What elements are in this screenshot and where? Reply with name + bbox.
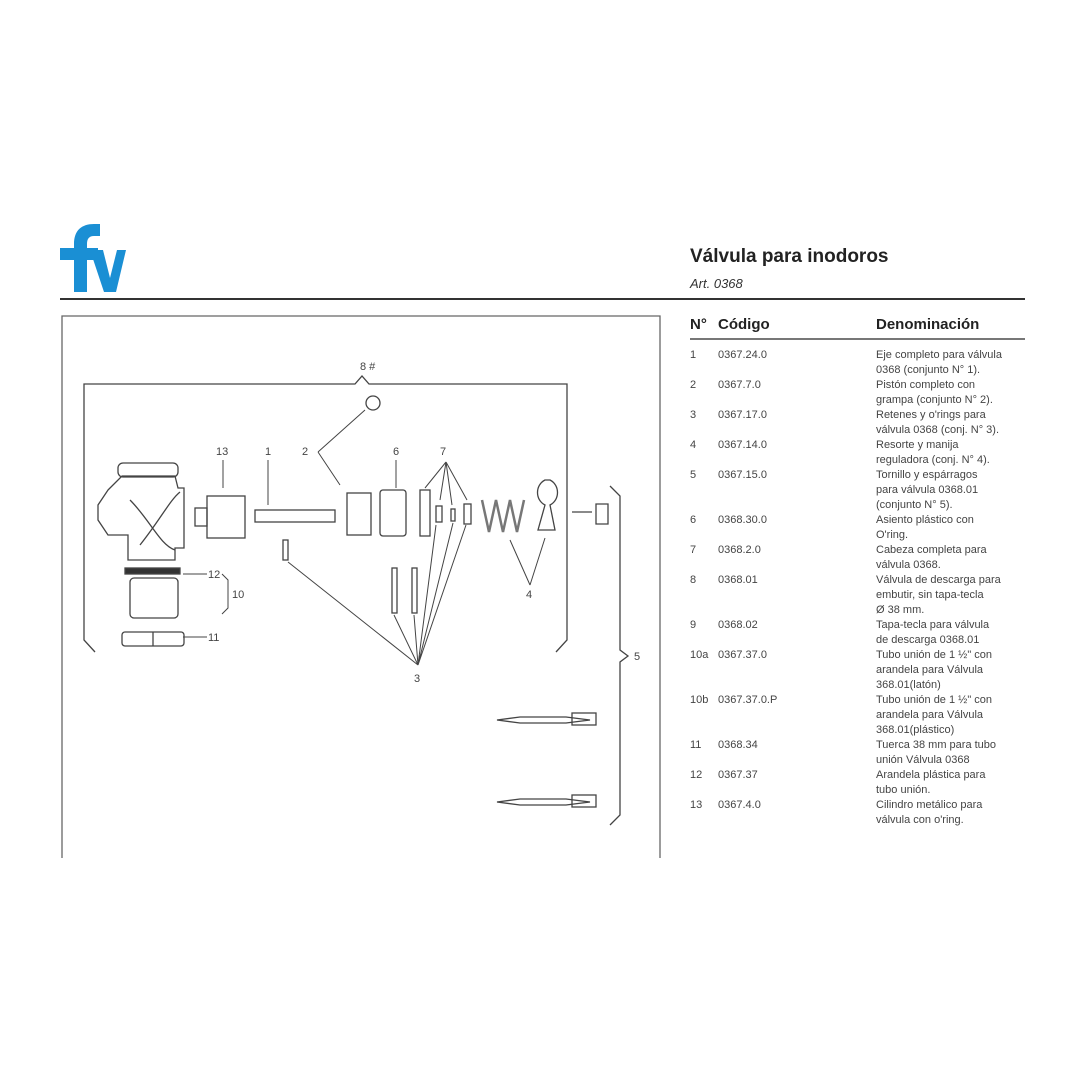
part-name: Tapa-tecla para válvula de descarga 0368… xyxy=(876,619,990,646)
part-number: 1 xyxy=(690,349,697,361)
part-code: 0368.30.0 xyxy=(718,514,767,526)
part-name: Cabeza completa para válvula 0368. xyxy=(876,544,987,571)
callout-13: 13 xyxy=(216,446,228,458)
part-code: 0367.37 xyxy=(718,769,758,781)
callout-5: 5 xyxy=(634,651,640,663)
fv-logo xyxy=(60,224,126,292)
part-4-spring xyxy=(480,499,526,533)
part-number: 11 xyxy=(690,739,702,751)
part-code: 0367.37.0 xyxy=(718,649,767,661)
part-number: 8 xyxy=(690,574,697,586)
page-title: Válvula para inodoros xyxy=(690,246,889,267)
part-number: 12 xyxy=(690,769,703,781)
table-row: 8 0368.01 Válvula de descarga para embutir… xyxy=(690,573,1025,618)
part-number: 7 xyxy=(690,544,697,556)
part-name: Retenes y o'rings para válvula 0368 (con… xyxy=(876,409,1000,436)
table-row: 6 0368.30.0 Asiento plástico con O'ring. xyxy=(690,513,1025,543)
callout-12: 12 xyxy=(208,569,220,581)
bracket-5 xyxy=(609,485,630,826)
part-code: 0367.7.0 xyxy=(718,379,761,391)
part-number: 9 xyxy=(690,619,697,631)
bracket-8 xyxy=(83,375,568,653)
part-code: 0368.01 xyxy=(718,574,758,586)
callout-3: 3 xyxy=(414,673,420,685)
table-row: 10a 0367.37.0 Tubo unión de 1 ½" con arand… xyxy=(690,648,1025,693)
part-name: Cilindro metálico para válvula con o'rin… xyxy=(876,799,983,826)
part-name: Resorte y manija reguladora (conj. N° 4)… xyxy=(876,439,990,466)
table-header: N° Código Denominación xyxy=(690,316,1025,340)
callout-11: 11 xyxy=(208,632,219,644)
part-name: Válvula de descarga para embutir, sin ta… xyxy=(876,574,1001,616)
part-code: 0367.37.0.P xyxy=(718,694,778,706)
part-number: 2 xyxy=(690,379,697,391)
valve-body xyxy=(97,475,185,561)
part-4-handle xyxy=(536,479,559,531)
part-10 xyxy=(129,577,179,619)
part-number: 4 xyxy=(690,439,697,451)
callout-1: 1 xyxy=(265,446,271,458)
table-row: 5 0367.15.0 Tornillo y espárragos para vál… xyxy=(690,468,1025,513)
part-code: 0368.2.0 xyxy=(718,544,761,556)
part-6 xyxy=(379,489,407,537)
part-code: 0368.34 xyxy=(718,739,758,751)
part-number: 13 xyxy=(690,799,703,811)
part-name: Tornillo y espárragos para válvula 0368.… xyxy=(876,469,979,511)
header-name: Denominación xyxy=(876,316,980,333)
header-code: Código xyxy=(718,316,770,333)
table-row: 2 0367.7.0 Pistón completo con grampa (con… xyxy=(690,378,1025,408)
table-row: 13 0367.4.0 Cilindro metálico para válvula… xyxy=(690,798,1025,828)
part-code: 0367.17.0 xyxy=(718,409,767,421)
table-row: 10b 0367.37.0.P Tubo unión de 1 ½" con ara… xyxy=(690,693,1025,738)
table-row: 3 0367.17.0 Retenes y o'rings para válvula… xyxy=(690,408,1025,438)
table-row: 4 0367.14.0 Resorte y manija reguladora (c… xyxy=(690,438,1025,468)
part-number: 5 xyxy=(690,469,697,481)
part-name: Tuerca 38 mm para tubo unión Válvula 036… xyxy=(876,739,997,766)
table-row: 1 0367.24.0 Eje completo para válvula 0368… xyxy=(690,348,1025,378)
table-row: 7 0368.2.0 Cabeza completa para válvula 03… xyxy=(690,543,1025,573)
header-divider xyxy=(60,298,1025,300)
part-name: Tubo unión de 1 ½" con arandela para Vál… xyxy=(876,694,993,736)
part-name: Tubo unión de 1 ½" con arandela para Vál… xyxy=(876,649,993,691)
part-13 xyxy=(206,495,246,539)
part-number: 10b xyxy=(690,694,709,706)
part-name: Eje completo para válvula 0368 (conjunto… xyxy=(876,349,1002,376)
callout-10: 10 xyxy=(232,589,244,601)
part-number: 10a xyxy=(690,649,709,661)
table-row: 9 0368.02 Tapa-tecla para válvula de desca… xyxy=(690,618,1025,648)
callout-4: 4 xyxy=(526,589,532,601)
callout-6: 6 xyxy=(393,446,399,458)
callout-2: 2 xyxy=(302,446,308,458)
table-body: 1 0367.24.0 Eje completo para válvula 0368… xyxy=(690,340,1025,828)
table-row: 12 0367.37 Arandela plástica para tubo uni… xyxy=(690,768,1025,798)
table-row: 11 0368.34 Tuerca 38 mm para tubo unión Vá… xyxy=(690,738,1025,768)
part-5-screw xyxy=(572,503,609,525)
part-code: 0367.4.0 xyxy=(718,799,761,811)
part-number: 6 xyxy=(690,514,697,526)
part-number: 3 xyxy=(690,409,697,421)
part-code: 0368.02 xyxy=(718,619,758,631)
part-code: 0367.24.0 xyxy=(718,349,767,361)
part-name: Pistón completo con grampa (conjunto N° … xyxy=(876,379,993,406)
part-code: 0367.15.0 xyxy=(718,469,767,481)
callout-7: 7 xyxy=(440,446,446,458)
parts-table: N° Código Denominación 1 0367.24.0 Eje com… xyxy=(690,316,1025,828)
part-2 xyxy=(346,492,372,536)
part-1 xyxy=(254,509,336,523)
part-code: 0367.14.0 xyxy=(718,439,767,451)
header-num: N° xyxy=(690,316,707,333)
part-name: Asiento plástico con O'ring. xyxy=(876,514,974,541)
callout-8: 8 # xyxy=(360,361,376,373)
diagram-frame xyxy=(61,315,661,858)
article-number: Art. 0368 xyxy=(690,276,743,291)
part-12 xyxy=(124,567,181,575)
part-7 xyxy=(419,489,431,537)
part-name: Arandela plástica para tubo unión. xyxy=(876,769,986,796)
leaders xyxy=(183,409,546,666)
